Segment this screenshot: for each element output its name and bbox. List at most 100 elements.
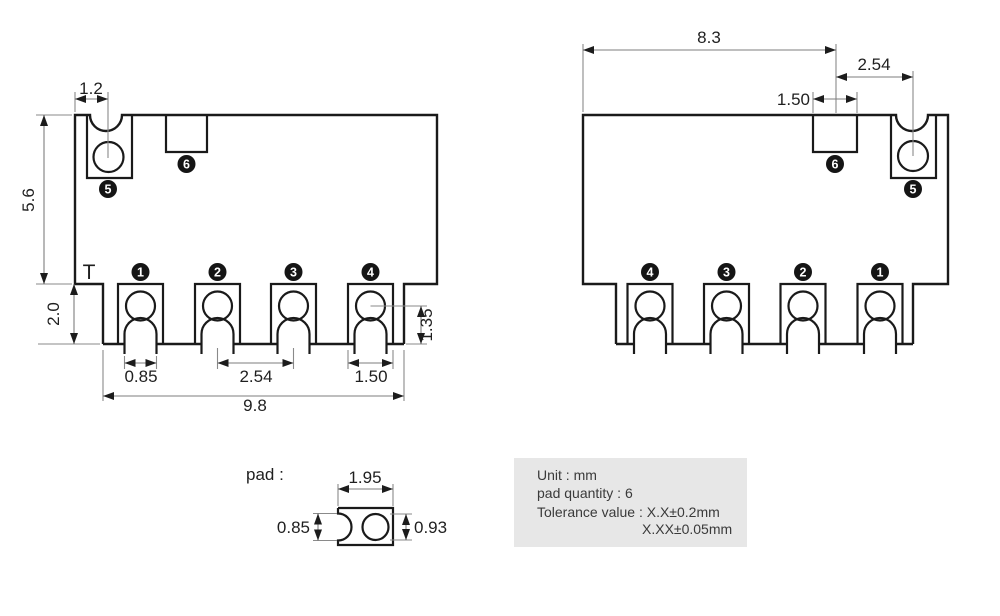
front-pad6-badge — [177, 155, 196, 173]
front-pad-badges: 1 2 3 4 5 6 — [99, 155, 380, 281]
pad-detail-hole — [361, 512, 390, 542]
back-pad1-hole — [864, 290, 896, 322]
back-pad4-badge-number: 4 — [647, 266, 654, 280]
back-pad2-shape — [779, 282, 827, 344]
back-pad3-badge — [717, 263, 736, 281]
front-pad4-castellation — [353, 316, 388, 354]
front-pad5-badge — [99, 180, 117, 198]
detail-dim-pad-length: 1.95 — [337, 468, 394, 506]
front-pad6-shape — [164, 115, 209, 154]
back-pad2-badge-number: 2 — [800, 266, 807, 280]
back-pad3-badge-number: 3 — [723, 266, 730, 280]
front-pad4-badge-number: 4 — [367, 266, 374, 280]
pad-detail-shape — [336, 506, 395, 547]
back-pad4-badge — [641, 263, 659, 281]
front-pad2-badge — [208, 263, 227, 281]
front-pad1-badge-number: 1 — [137, 266, 144, 280]
front-dim-edge-to-pad5: 1.2 — [74, 79, 109, 158]
dimension-value: 5.6 — [19, 188, 38, 212]
front-view: 1 2 3 4 5 6 T 1.2 5.6 2. — [19, 79, 439, 415]
back-pad6-badge — [826, 155, 844, 173]
extension-line — [36, 114, 72, 285]
notes-quantity: pad quantity : 6 — [537, 485, 633, 501]
dimension-value: 1.95 — [348, 468, 381, 487]
back-pad1-castellation — [862, 316, 898, 354]
front-pad2-castellation — [200, 316, 235, 354]
back-body-outline — [581, 113, 950, 344]
extension-line — [216, 348, 295, 369]
notes-unit: Unit : mm — [537, 467, 597, 483]
detail-dim-notch-diameter: 0.85 — [277, 512, 337, 542]
dimension-value: 1.35 — [417, 308, 436, 341]
dimension-value: 0.93 — [414, 518, 447, 537]
front-pad4-shape — [346, 282, 395, 344]
front-dim-hole-to-bottom: 1.35 — [370, 305, 436, 345]
back-view: 4 3 2 1 6 5 8.3 2.54 1.50 — [581, 28, 950, 354]
back-pad4-shape — [626, 282, 674, 344]
back-pad6-badge-number: 6 — [832, 158, 839, 172]
back-pad6-shape — [811, 115, 859, 154]
front-dim-castellation-width: 0.85 — [123, 356, 158, 386]
dimension-value: 0.85 — [124, 367, 157, 386]
front-pad3-badge — [284, 263, 303, 281]
front-pad1-badge — [131, 263, 150, 281]
front-body-outline — [73, 113, 439, 344]
dimension-value: 2.54 — [857, 55, 890, 74]
back-dim-pad6-width: 1.50 — [777, 90, 858, 113]
dimension-value: 8.3 — [697, 28, 721, 47]
back-pad2-hole — [787, 290, 819, 322]
front-pad5-shape — [85, 115, 134, 180]
notes-background — [514, 458, 747, 547]
front-pad1-castellation — [123, 316, 158, 354]
dimension-value: 2.54 — [239, 367, 272, 386]
front-t-mark: T — [83, 261, 96, 284]
detail-dim-hole-diameter: 0.93 — [390, 513, 447, 541]
front-dim-body-height: 5.6 — [19, 114, 72, 285]
dimension-value: 2.0 — [44, 302, 63, 326]
front-pad1-shape — [116, 282, 165, 344]
front-pad5-badge-number: 5 — [105, 183, 112, 197]
front-pad2-badge-number: 2 — [214, 266, 221, 280]
back-pad5-badge-number: 5 — [910, 183, 917, 197]
extension-line — [313, 512, 337, 542]
front-pad3-castellation — [276, 316, 311, 354]
back-pad3-castellation — [709, 316, 744, 354]
dimension-value: 1.50 — [777, 90, 810, 109]
notes-tolerance-line1: Tolerance value : X.X±0.2mm — [537, 504, 720, 520]
front-pad6-badge-number: 6 — [183, 158, 190, 172]
front-dim-overall-width: 9.8 — [102, 350, 405, 415]
front-pad1-hole — [124, 290, 157, 322]
back-pad2-castellation — [785, 316, 821, 354]
extension-line — [812, 92, 858, 113]
dimension-value: 1.50 — [354, 367, 387, 386]
back-pad5-badge — [904, 180, 922, 198]
front-pad3-hole — [277, 290, 310, 322]
extension-line — [74, 92, 109, 158]
back-pad-badges: 4 3 2 1 6 5 — [641, 155, 922, 281]
back-pad3-hole — [710, 290, 743, 322]
back-pad1-shape — [856, 282, 904, 344]
front-pad3-shape — [269, 282, 318, 344]
back-dim-pad6-to-pad5: 2.54 — [836, 55, 914, 156]
front-dim-pad-width: 1.50 — [347, 350, 394, 386]
notes-panel: Unit : mm pad quantity : 6 Tolerance val… — [514, 458, 747, 547]
extension-line — [337, 484, 394, 506]
back-pad2-badge — [794, 263, 812, 281]
dimension-value: 1.2 — [79, 79, 103, 98]
front-pad2-shape — [193, 282, 242, 344]
dimension-value: 0.85 — [277, 518, 310, 537]
back-pad4-castellation — [632, 316, 668, 354]
pad-detail-title: pad : — [246, 465, 284, 484]
pad-detail: pad : 1.95 0.85 0.93 — [246, 465, 447, 547]
dimension-value: 9.8 — [243, 396, 267, 415]
back-pad1-badge — [871, 263, 889, 281]
notes-tolerance-line2: X.XX±0.05mm — [642, 521, 732, 537]
back-pad1-badge-number: 1 — [877, 266, 884, 280]
front-dim-pad-pitch: 2.54 — [216, 348, 295, 386]
back-pad5-shape — [889, 115, 938, 180]
front-dim-tab-height: 2.0 — [38, 284, 100, 345]
front-pad4-badge — [361, 263, 380, 281]
front-pad3-badge-number: 3 — [290, 266, 297, 280]
back-pad4-hole — [634, 290, 666, 322]
